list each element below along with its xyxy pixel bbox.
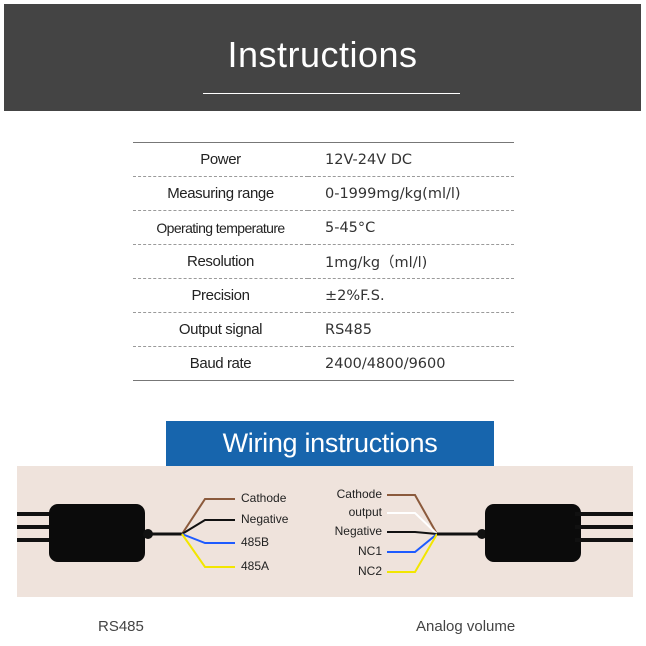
rs485-cathode-wire xyxy=(181,498,235,535)
wiring-diagram xyxy=(17,494,633,573)
analog-negative-wire xyxy=(387,531,438,535)
spec-label: Baud rate xyxy=(133,346,308,381)
spec-label: Operating temperature xyxy=(133,210,308,245)
table-row: Precision ±2%F.S. xyxy=(133,278,514,313)
analog-cathode-wire xyxy=(387,494,438,535)
table-row: Power 12V-24V DC xyxy=(133,142,514,177)
spec-value: RS485 xyxy=(308,312,514,347)
rs485-caption: RS485 xyxy=(98,618,144,635)
analog-wire-label-cathode: Cathode xyxy=(336,487,382,501)
analog-output-wire xyxy=(387,512,438,535)
analog-caption: Analog volume xyxy=(416,618,516,635)
wiring-title-box: Wiring instructions xyxy=(166,421,494,466)
wiring-panel: Cathode Negative 485B 485A Cathode outpu… xyxy=(17,466,633,597)
spec-label: Output signal xyxy=(133,312,308,347)
spec-value: 12V-24V DC xyxy=(308,142,514,177)
analog-nc2-wire xyxy=(387,533,438,573)
spec-value: 2400/4800/9600 xyxy=(308,346,514,381)
analog-wire-label-output: output xyxy=(348,505,382,519)
rs485-sensor-body xyxy=(49,504,145,562)
title-underline xyxy=(203,93,460,94)
analog-sensor-body xyxy=(485,504,581,562)
rs485-negative-wire xyxy=(181,519,235,535)
spec-table: Power 12V-24V DC Measuring range 0-1999m… xyxy=(133,142,514,381)
spec-value: 0-1999mg/kg(ml/l) xyxy=(308,176,514,211)
rs485-485b-wire xyxy=(181,533,235,544)
analog-nc1-wire xyxy=(387,533,438,553)
spec-value: 5-45°C xyxy=(308,210,514,245)
table-row: Baud rate 2400/4800/9600 xyxy=(133,346,514,381)
spec-value: 1mg/kg（ml/l) xyxy=(308,244,514,279)
spec-label: Power xyxy=(133,142,308,177)
table-row: Operating temperature 5-45°C xyxy=(133,210,514,245)
analog-sensor-connector xyxy=(477,529,487,539)
table-row: Output signal RS485 xyxy=(133,312,514,347)
table-row: Measuring range 0-1999mg/kg(ml/l) xyxy=(133,176,514,211)
rs485-sensor-probes xyxy=(17,512,55,542)
rs485-wire-label-cathode: Cathode xyxy=(241,491,287,505)
rs485-485a-wire xyxy=(181,533,235,568)
rs485-wire-label-negative: Negative xyxy=(241,512,289,526)
rs485-wire-label-485a: 485A xyxy=(241,559,270,573)
spec-label: Precision xyxy=(133,278,308,313)
analog-wire-label-nc1: NC1 xyxy=(357,544,382,558)
spec-label: Measuring range xyxy=(133,176,308,211)
rs485-wire-label-485b: 485B xyxy=(241,535,270,549)
page-title: Instructions xyxy=(227,34,418,75)
header-banner: Instructions xyxy=(4,4,641,111)
wiring-title: Wiring instructions xyxy=(222,428,438,458)
spec-label: Resolution xyxy=(133,244,308,279)
analog-wire-label-negative: Negative xyxy=(334,524,382,538)
table-row: Resolution 1mg/kg（ml/l) xyxy=(133,244,514,279)
analog-wire-label-nc2: NC2 xyxy=(357,564,382,578)
analog-sensor-probes xyxy=(575,512,633,542)
spec-value: ±2%F.S. xyxy=(308,278,514,313)
